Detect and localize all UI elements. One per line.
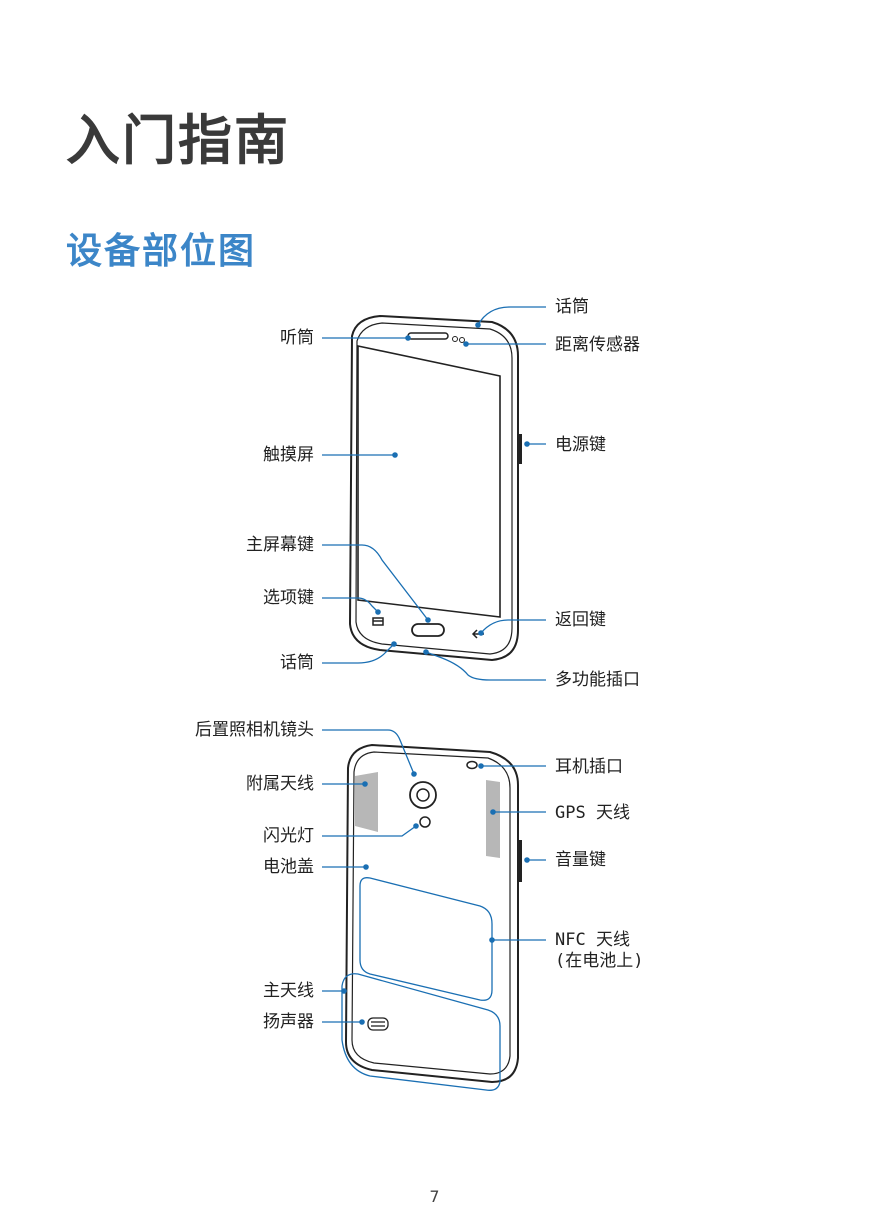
headset-jack-shape xyxy=(466,760,478,770)
label-main-antenna: 主天线 xyxy=(263,981,314,1001)
back-leader-dots xyxy=(341,763,530,1025)
label-mic-bottom: 话筒 xyxy=(280,653,314,673)
label-back-cover: 电池盖 xyxy=(263,857,314,877)
rear-camera-lens xyxy=(409,781,437,809)
label-speaker: 扬声器 xyxy=(263,1012,314,1032)
label-power-key: 电源键 xyxy=(555,435,606,455)
main-antenna-outline xyxy=(341,973,501,1091)
home-key-shape xyxy=(411,623,445,637)
proximity-sensor-dot-2 xyxy=(459,337,465,343)
chapter-title: 入门指南 xyxy=(66,109,290,172)
label-multipurpose-jack: 多功能插口 xyxy=(555,670,640,690)
front-leader-dots xyxy=(375,322,530,655)
sub-antenna-area xyxy=(355,772,378,832)
label-menu-key: 选项键 xyxy=(263,588,314,608)
section-title: 设备部位图 xyxy=(66,231,257,272)
back-phone-illustration xyxy=(344,743,522,1084)
label-sub-antenna: 附属天线 xyxy=(246,774,314,794)
label-flash: 闪光灯 xyxy=(263,826,314,846)
label-gps-antenna: GPS 天线 xyxy=(555,803,630,823)
flash-ring xyxy=(419,816,431,828)
label-rear-camera: 后置照相机镜头 xyxy=(195,720,314,740)
label-headset-jack: 耳机插口 xyxy=(555,757,623,777)
speaker-grille xyxy=(367,1017,389,1031)
earpiece-grille xyxy=(407,332,449,340)
label-mic-top: 话筒 xyxy=(555,297,589,317)
gps-antenna-area xyxy=(486,780,500,858)
label-earpiece: 听筒 xyxy=(280,328,314,348)
label-proximity-sensor: 距离传感器 xyxy=(555,335,640,355)
menu-key-icon xyxy=(372,617,384,626)
proximity-sensor-dot-1 xyxy=(452,336,458,342)
front-leader-lines xyxy=(322,306,546,681)
page-number: 7 xyxy=(429,1187,440,1206)
label-back-key: 返回键 xyxy=(555,610,606,630)
label-home-key: 主屏幕键 xyxy=(246,535,314,555)
label-touchscreen: 触摸屏 xyxy=(263,445,314,465)
rear-camera-inner xyxy=(416,788,430,802)
label-nfc-antenna: NFC 天线 (在电池上) xyxy=(555,930,644,971)
nfc-antenna-outline xyxy=(359,877,493,1001)
front-phone-illustration xyxy=(348,314,522,662)
back-leader-lines xyxy=(322,729,546,1023)
label-volume-key: 音量键 xyxy=(555,850,606,870)
